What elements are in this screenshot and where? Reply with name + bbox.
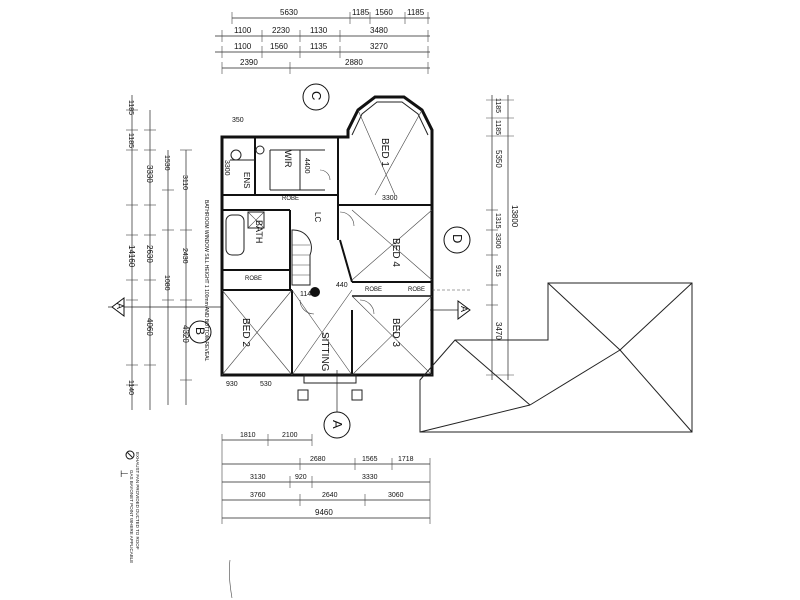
dim-right-5: 3300 [494,233,501,249]
dim-left-7: 4060 [145,318,154,336]
room-label-sitting: SITTING [319,332,330,372]
dim-right-7: 3470 [494,322,503,340]
dim-left-total: 14160 [127,245,136,268]
dim-top-1c: 1560 [375,8,393,17]
dim-top-2a: 1100 [234,26,252,35]
section-circle-b [188,320,212,344]
gas-bayonet-symbol-icon: ⊢ [120,469,129,480]
dim-bottom-1a: 1810 [240,432,256,439]
dim-bottom-2c: 1718 [398,456,414,463]
dim-bottom-3b: 920 [295,474,307,481]
dim-bottom-4b: 2640 [322,492,338,499]
room-label-wir: WIR [283,150,293,168]
section-label-c: C [309,91,324,100]
left-dimensions: 1185 1185 3330 1530 2630 1080 4060 1140 … [126,95,192,410]
dim-int-4: 1140 [300,291,315,298]
dim-right-3: 5350 [494,150,503,168]
dim-left-2: 1185 [127,133,134,148]
dim-top-2d: 3480 [370,26,388,35]
dim-right-total: 13800 [510,205,519,228]
dim-left-5: 2630 [145,245,154,263]
section-markers: A A A B C D [108,83,471,439]
dim-left-8: 1140 [127,380,134,395]
section-arrow-a-right [457,300,471,320]
smoke-detector-icon [310,287,320,297]
legend: EXHAUST FAN PROVIDED DUCTED TO ROOF ⊢ GA… [120,450,140,563]
dim-left2-3: 4320 [181,325,190,343]
room-label-robe-1: ROBE [282,196,299,202]
room-label-robe-4: ROBE [408,287,425,293]
dim-left-6: 1080 [163,275,170,291]
dim-top-1a: 5630 [280,8,298,17]
section-circle-d [443,226,471,254]
section-label-b: B [193,327,207,335]
room-label-ens: ENS [242,172,251,188]
dim-top-3d: 3270 [370,42,388,51]
dim-left2-2: 2430 [181,248,188,264]
dim-top-3c: 1135 [310,42,328,51]
dim-bottom-4c: 3060 [388,492,404,499]
section-label-a-bottom: A [330,420,345,429]
room-label-bed1: BED 1 [379,138,390,167]
dim-top-4a: 2390 [240,58,258,67]
building-outline [220,95,470,401]
section-label-a-left: A [115,303,125,309]
dim-right-4: 1315 [494,213,501,229]
dim-left-1: 1185 [127,100,134,115]
dim-int-8: 3300 [223,160,230,176]
section-label-a-right: A [459,306,469,312]
room-label-bath: BATH [254,220,264,243]
dim-top-2c: 1130 [310,26,328,35]
top-dimensions: 5630 1185 1560 1185 1100 2230 1130 3480 … [215,8,430,74]
dim-left2-1: 3110 [181,175,188,190]
dim-top-1b: 1185 [352,8,370,17]
room-label-bed3: BED 3 [390,318,401,347]
dim-right-6: 915 [494,265,501,277]
dim-bottom-1b: 2100 [282,432,298,439]
roof-plan [419,282,693,433]
room-label-bed4: BED 4 [390,238,401,267]
section-circle-c [302,83,330,111]
exhaust-fan-symbol-icon [125,450,135,460]
dim-int-6: 530 [260,381,272,388]
dim-bottom-2a: 2680 [310,456,326,463]
bottom-dimensions: 1810 2100 2680 1565 1718 3130 920 3330 3… [221,432,431,524]
dim-top-3b: 1560 [270,42,288,51]
section-label-d: D [450,234,465,243]
dim-int-1: 3300 [382,195,398,202]
room-label-robe-3: ROBE [365,287,382,293]
dim-bottom-2b: 1565 [362,456,378,463]
section-arrow-a-left [111,297,125,317]
dim-left-3: 3330 [145,165,154,183]
room-label-robe-2: ROBE [245,276,262,282]
dim-right-2: 1185 [494,120,501,135]
bathroom-window-note: BATHROOM WINDOW SILL HEIGHT 1 100mm AND … [203,200,209,361]
dim-top-2b: 2230 [272,26,290,35]
legend-gas-bayonet: GAS BAYONET POINT WHERE APPLICABLE [129,470,134,563]
dim-left-4: 1530 [163,155,170,171]
section-circle-a-bottom [323,411,351,439]
dim-top-4b: 2880 [345,58,363,67]
room-label-bed2: BED 2 [240,318,251,347]
dim-top-3a: 1100 [234,42,252,51]
dim-int-3: 440 [336,282,348,289]
dim-int-2: 4400 [303,158,310,174]
dim-top-1d: 1185 [407,8,425,17]
dim-bottom-3c: 3330 [362,474,378,481]
dim-int-7: 350 [232,117,244,124]
dim-bottom-total: 9460 [315,508,333,517]
dim-bottom-4a: 3760 [250,492,266,499]
dim-int-5: 930 [226,381,238,388]
dim-bottom-3a: 3130 [250,474,266,481]
legend-exhaust-fan: EXHAUST FAN PROVIDED DUCTED TO ROOF [135,452,140,550]
right-dimensions: 1185 1185 5350 1315 3300 915 3470 13800 [486,95,519,380]
dim-right-1: 1185 [494,98,501,113]
room-label-lc: LC [313,212,322,222]
